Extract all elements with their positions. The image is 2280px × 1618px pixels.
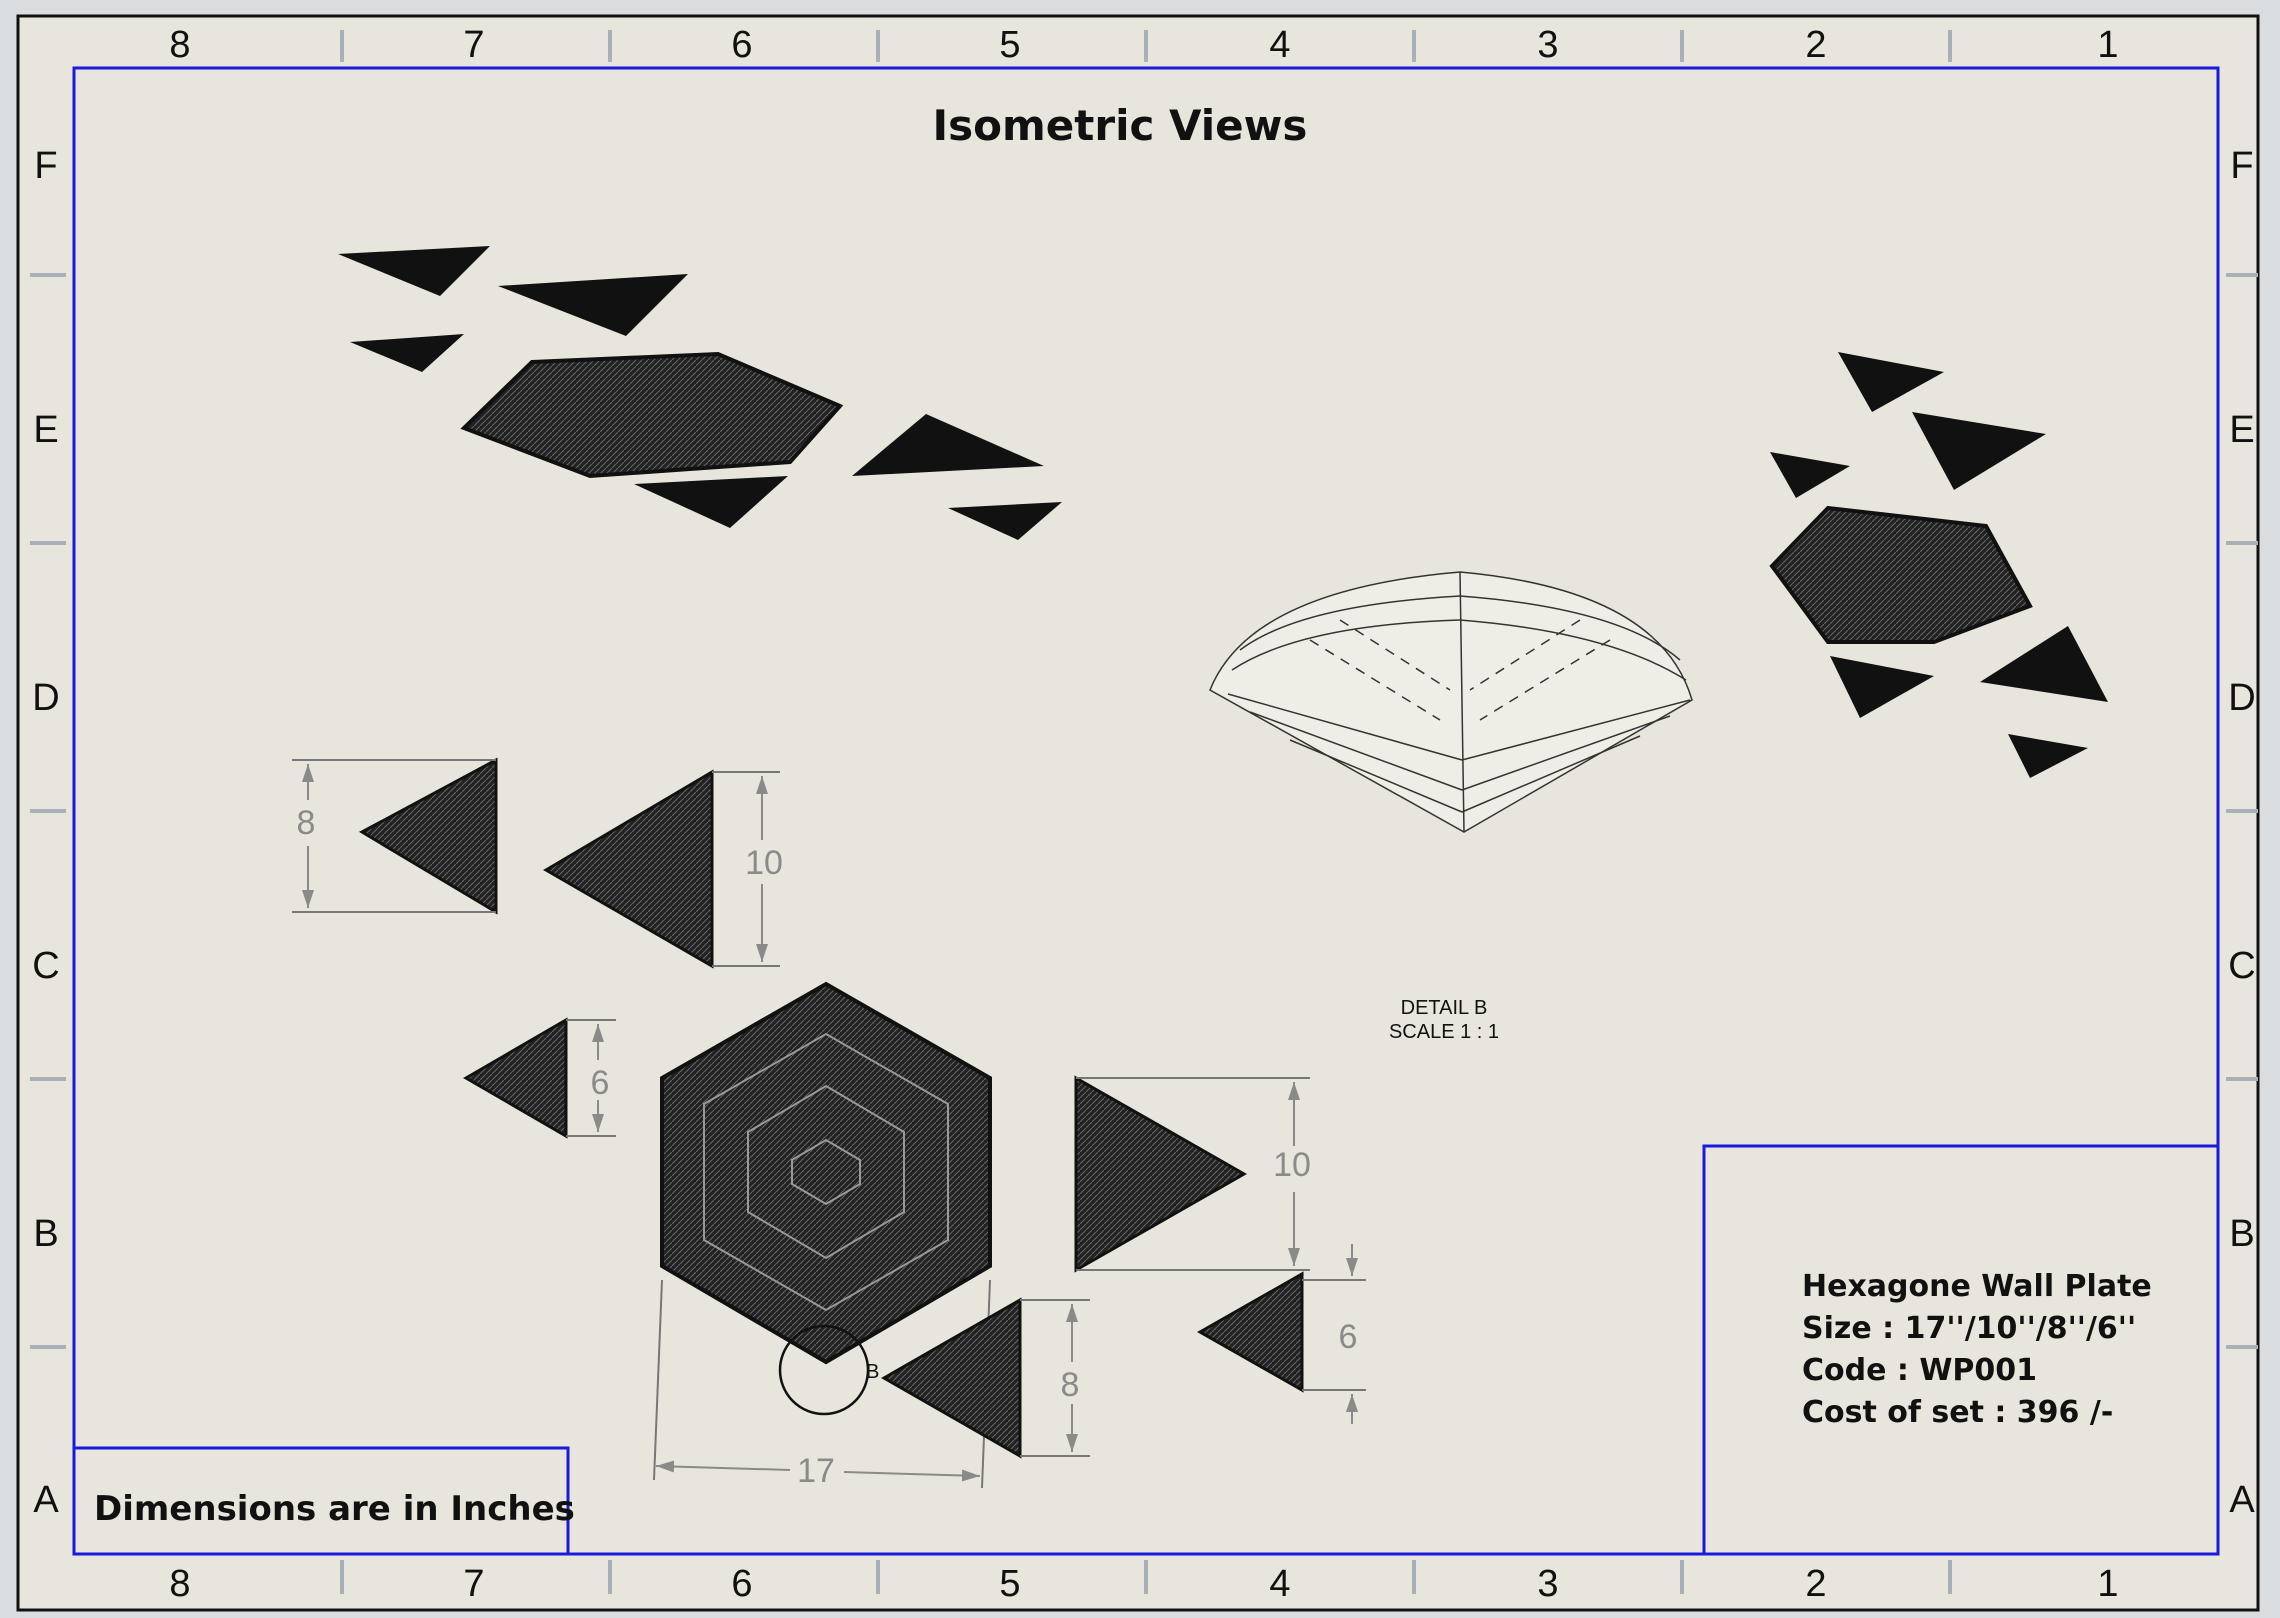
detail-scale: SCALE 1 : 1 [1389, 1021, 1499, 1043]
dim-triangle-8: 8 [297, 804, 316, 842]
hexagon-17-front: 17 B [653, 981, 992, 1490]
zone-col-top: 3 [1537, 24, 1558, 66]
notes-box [72, 1446, 570, 1556]
detail-b-view [1209, 571, 1693, 833]
zone-row-right: E [2229, 409, 2254, 451]
zone-row-right: B [2229, 1213, 2254, 1255]
dim-triangle-8-bottom: 8 [1061, 1366, 1080, 1404]
detail-label: DETAIL B [1401, 997, 1488, 1019]
triangle-6-right: 6 [1196, 1244, 1366, 1424]
zone-col-top: 1 [2097, 24, 2118, 66]
paper [16, 14, 2260, 1612]
detail-b-callout: B [866, 1361, 879, 1383]
title-block [1702, 1144, 2220, 1556]
title-block-cost: Cost of set : 396 /- [1802, 1395, 2113, 1430]
zone-col-bottom: 2 [1805, 1563, 1826, 1605]
zone-col-top: 4 [1269, 24, 1290, 66]
zone-col-bottom: 4 [1269, 1563, 1290, 1605]
triangle-8-bottom: 8 [880, 1297, 1090, 1459]
zone-col-top: 6 [731, 24, 752, 66]
drawing-frame [72, 66, 2220, 1556]
zone-row-right: D [2228, 677, 2255, 719]
zone-row-left: D [32, 677, 59, 719]
dim-triangle-10-right: 10 [1273, 1146, 1311, 1184]
title-block-product: Hexagone Wall Plate [1802, 1269, 2152, 1304]
title-block-code: Code : WP001 [1802, 1353, 2037, 1388]
dimensions-note: Dimensions are in Inches [94, 1489, 575, 1529]
zone-row-left: A [33, 1479, 59, 1521]
zone-col-bottom: 1 [2097, 1563, 2118, 1605]
dim-hexagon-17: 17 [797, 1452, 835, 1490]
zone-labels: 8 7 6 5 4 3 2 1 8 7 6 5 4 3 2 1 F E D C … [32, 24, 2255, 1605]
zone-row-left: F [34, 145, 57, 187]
zone-row-left: B [33, 1213, 58, 1255]
zone-ticks [30, 30, 2258, 1594]
zone-col-top: 8 [169, 24, 190, 66]
zone-row-right: C [2228, 945, 2255, 987]
zone-col-bottom: 6 [731, 1563, 752, 1605]
isometric-view-right [1769, 352, 2108, 778]
zone-col-bottom: 3 [1537, 1563, 1558, 1605]
zone-col-bottom: 7 [463, 1563, 484, 1605]
zone-row-right: F [2230, 145, 2253, 187]
detail-b-callout-circle [778, 1324, 870, 1416]
triangle-10-right: 10 [1074, 1075, 1311, 1273]
dim-triangle-6-right: 6 [1339, 1318, 1358, 1356]
zone-row-right: A [2229, 1479, 2255, 1521]
dim-triangle-6-left: 6 [591, 1064, 610, 1102]
zone-col-top: 7 [463, 24, 484, 66]
zone-row-left: E [33, 409, 58, 451]
zone-row-left: C [32, 945, 59, 987]
title-block-size: Size : 17''/10''/8''/6'' [1802, 1311, 2136, 1346]
zone-col-top: 5 [999, 24, 1020, 66]
zone-col-top: 2 [1805, 24, 1826, 66]
zone-col-bottom: 8 [169, 1563, 190, 1605]
zone-col-bottom: 5 [999, 1563, 1020, 1605]
triangle-10-front: 10 [543, 769, 783, 969]
triangle-8-front: 8 [292, 757, 498, 915]
triangle-6-left: 6 [463, 1017, 616, 1139]
isometric-view-left [338, 246, 1062, 540]
dim-triangle-10-top: 10 [745, 844, 783, 882]
sheet-title: Isometric Views [933, 101, 1308, 150]
